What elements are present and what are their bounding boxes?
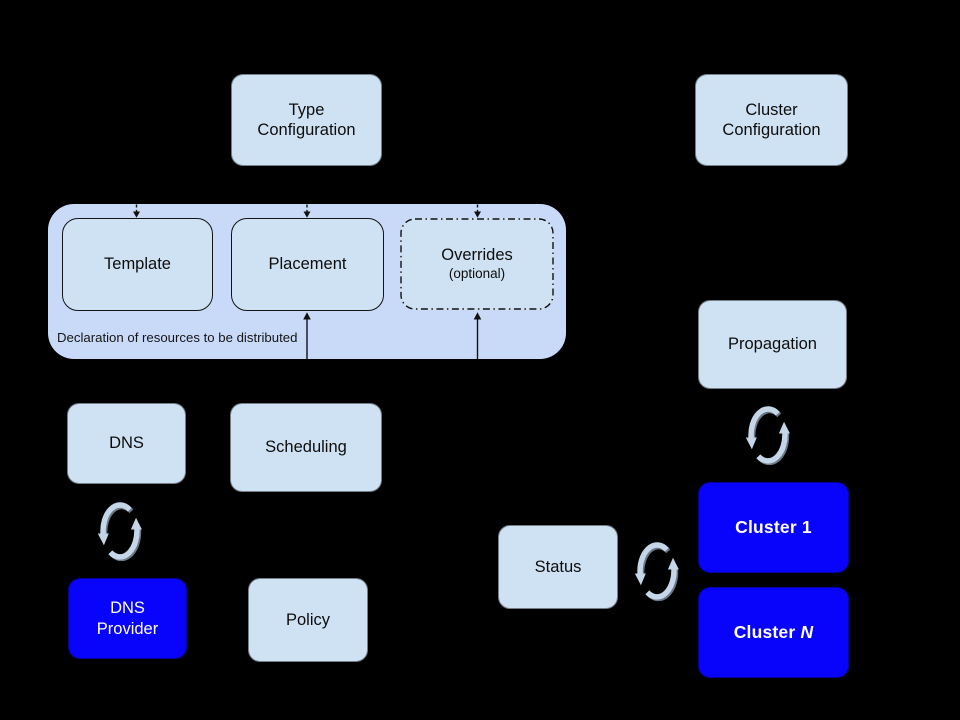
policy-label: Policy xyxy=(285,610,330,629)
dns-provider-label: DNS Provider xyxy=(97,598,158,638)
sync-arrows-icon xyxy=(745,406,790,466)
template-box: Template xyxy=(62,218,213,311)
cluster-1-label: Cluster 1 xyxy=(735,516,812,537)
declaration-caption: Declaration of resources to be distribut… xyxy=(57,330,298,345)
sync-arrows-icon xyxy=(97,502,142,562)
sync-arrows-icon xyxy=(634,542,679,602)
placement-label: Placement xyxy=(268,255,347,274)
scheduling-label: Scheduling xyxy=(265,438,347,457)
type-configuration-box: Type Configuration xyxy=(231,74,382,166)
type-configuration-label: Type Configuration xyxy=(257,100,355,140)
cluster-configuration-box: Cluster Configuration xyxy=(695,74,848,166)
cluster-1-box: Cluster 1 xyxy=(698,482,849,573)
cluster-n-label-suffix: N xyxy=(800,621,814,642)
cluster-configuration-label-line1: Cluster xyxy=(745,100,798,119)
dns-provider-box: DNS Provider xyxy=(68,578,187,659)
overrides-label: Overrides (optional) xyxy=(441,245,513,283)
type-configuration-label-line2: Configuration xyxy=(257,121,356,139)
propagation-box: Propagation xyxy=(698,300,847,389)
policy-box: Policy xyxy=(248,578,368,662)
template-label: Template xyxy=(104,255,171,274)
dns-provider-label-line1: DNS xyxy=(110,599,145,618)
cluster-configuration-label: Cluster Configuration xyxy=(722,100,820,140)
overrides-label-optional: (optional) xyxy=(448,266,506,282)
cluster-n-label: Cluster N xyxy=(734,622,814,643)
cluster-n-label-prefix: Cluster xyxy=(733,621,801,642)
cluster-n-box: Cluster N xyxy=(698,587,849,678)
propagation-label: Propagation xyxy=(728,335,817,354)
type-configuration-label-line1: Type xyxy=(288,100,325,119)
dns-label: DNS xyxy=(109,434,144,453)
dns-provider-label-line2: Provider xyxy=(96,619,159,638)
cluster-configuration-label-line2: Configuration xyxy=(722,121,821,139)
placement-box: Placement xyxy=(231,218,384,311)
status-label: Status xyxy=(534,557,582,576)
declaration-group-container: Template Placement Overrides (optional) … xyxy=(48,204,566,359)
overrides-box: Overrides (optional) xyxy=(400,218,554,310)
status-box: Status xyxy=(498,525,618,609)
dns-box: DNS xyxy=(67,403,186,484)
overrides-label-title: Overrides xyxy=(441,246,513,265)
scheduling-box: Scheduling xyxy=(230,403,382,492)
